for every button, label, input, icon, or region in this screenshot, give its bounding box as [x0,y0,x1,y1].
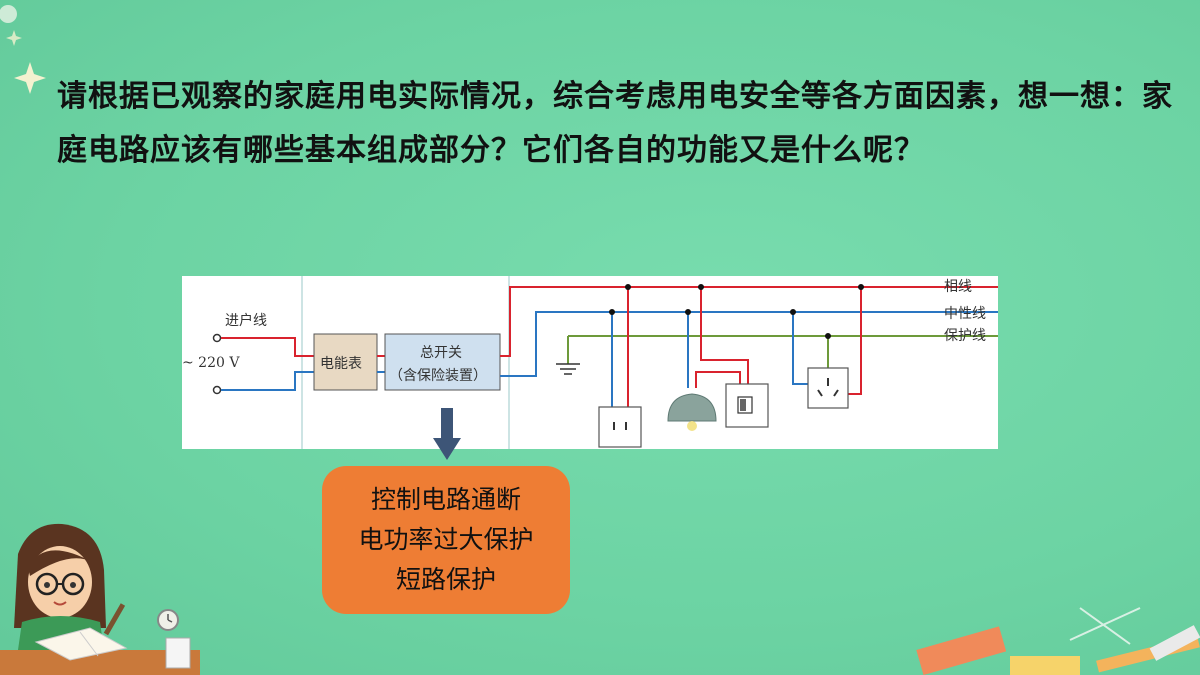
main-switch-function-note: 控制电路通断 电功率过大保护 短路保护 [322,466,570,614]
household-circuit-diagram: 进户线 ~ 220 V 电能表 总开关 （含保险装置） 相线 中性线 保护线 [182,276,998,449]
main-switch-label: 总开关 [420,345,462,361]
fuse-note-label: （含保险装置） [389,368,487,384]
phase-line-label: 相线 [944,279,972,295]
question-text: 请根据已观察的家庭用电实际情况，综合考虑用电安全等各方面因素，想一想：家庭电路应… [57,79,1173,168]
neutral-line-label: 中性线 [944,306,986,322]
ground-line-label: 保护线 [944,328,986,344]
note-line-overload-protection: 电功率过大保护 [358,525,534,554]
note-line-circuit-control: 控制电路通断 [370,485,521,514]
meter-label: 电能表 [320,356,362,372]
arrow-down-icon [433,408,461,460]
circuit-wiring [212,276,998,449]
voltage-label: ~ 220 V [182,355,240,371]
stationery-decoration [916,607,1200,675]
incoming-line-label: 进户线 [225,313,267,329]
student-girl-illustration [0,523,200,675]
sparkle-decoration-top-left [0,5,46,94]
note-line-short-circuit-protection: 短路保护 [395,565,496,594]
